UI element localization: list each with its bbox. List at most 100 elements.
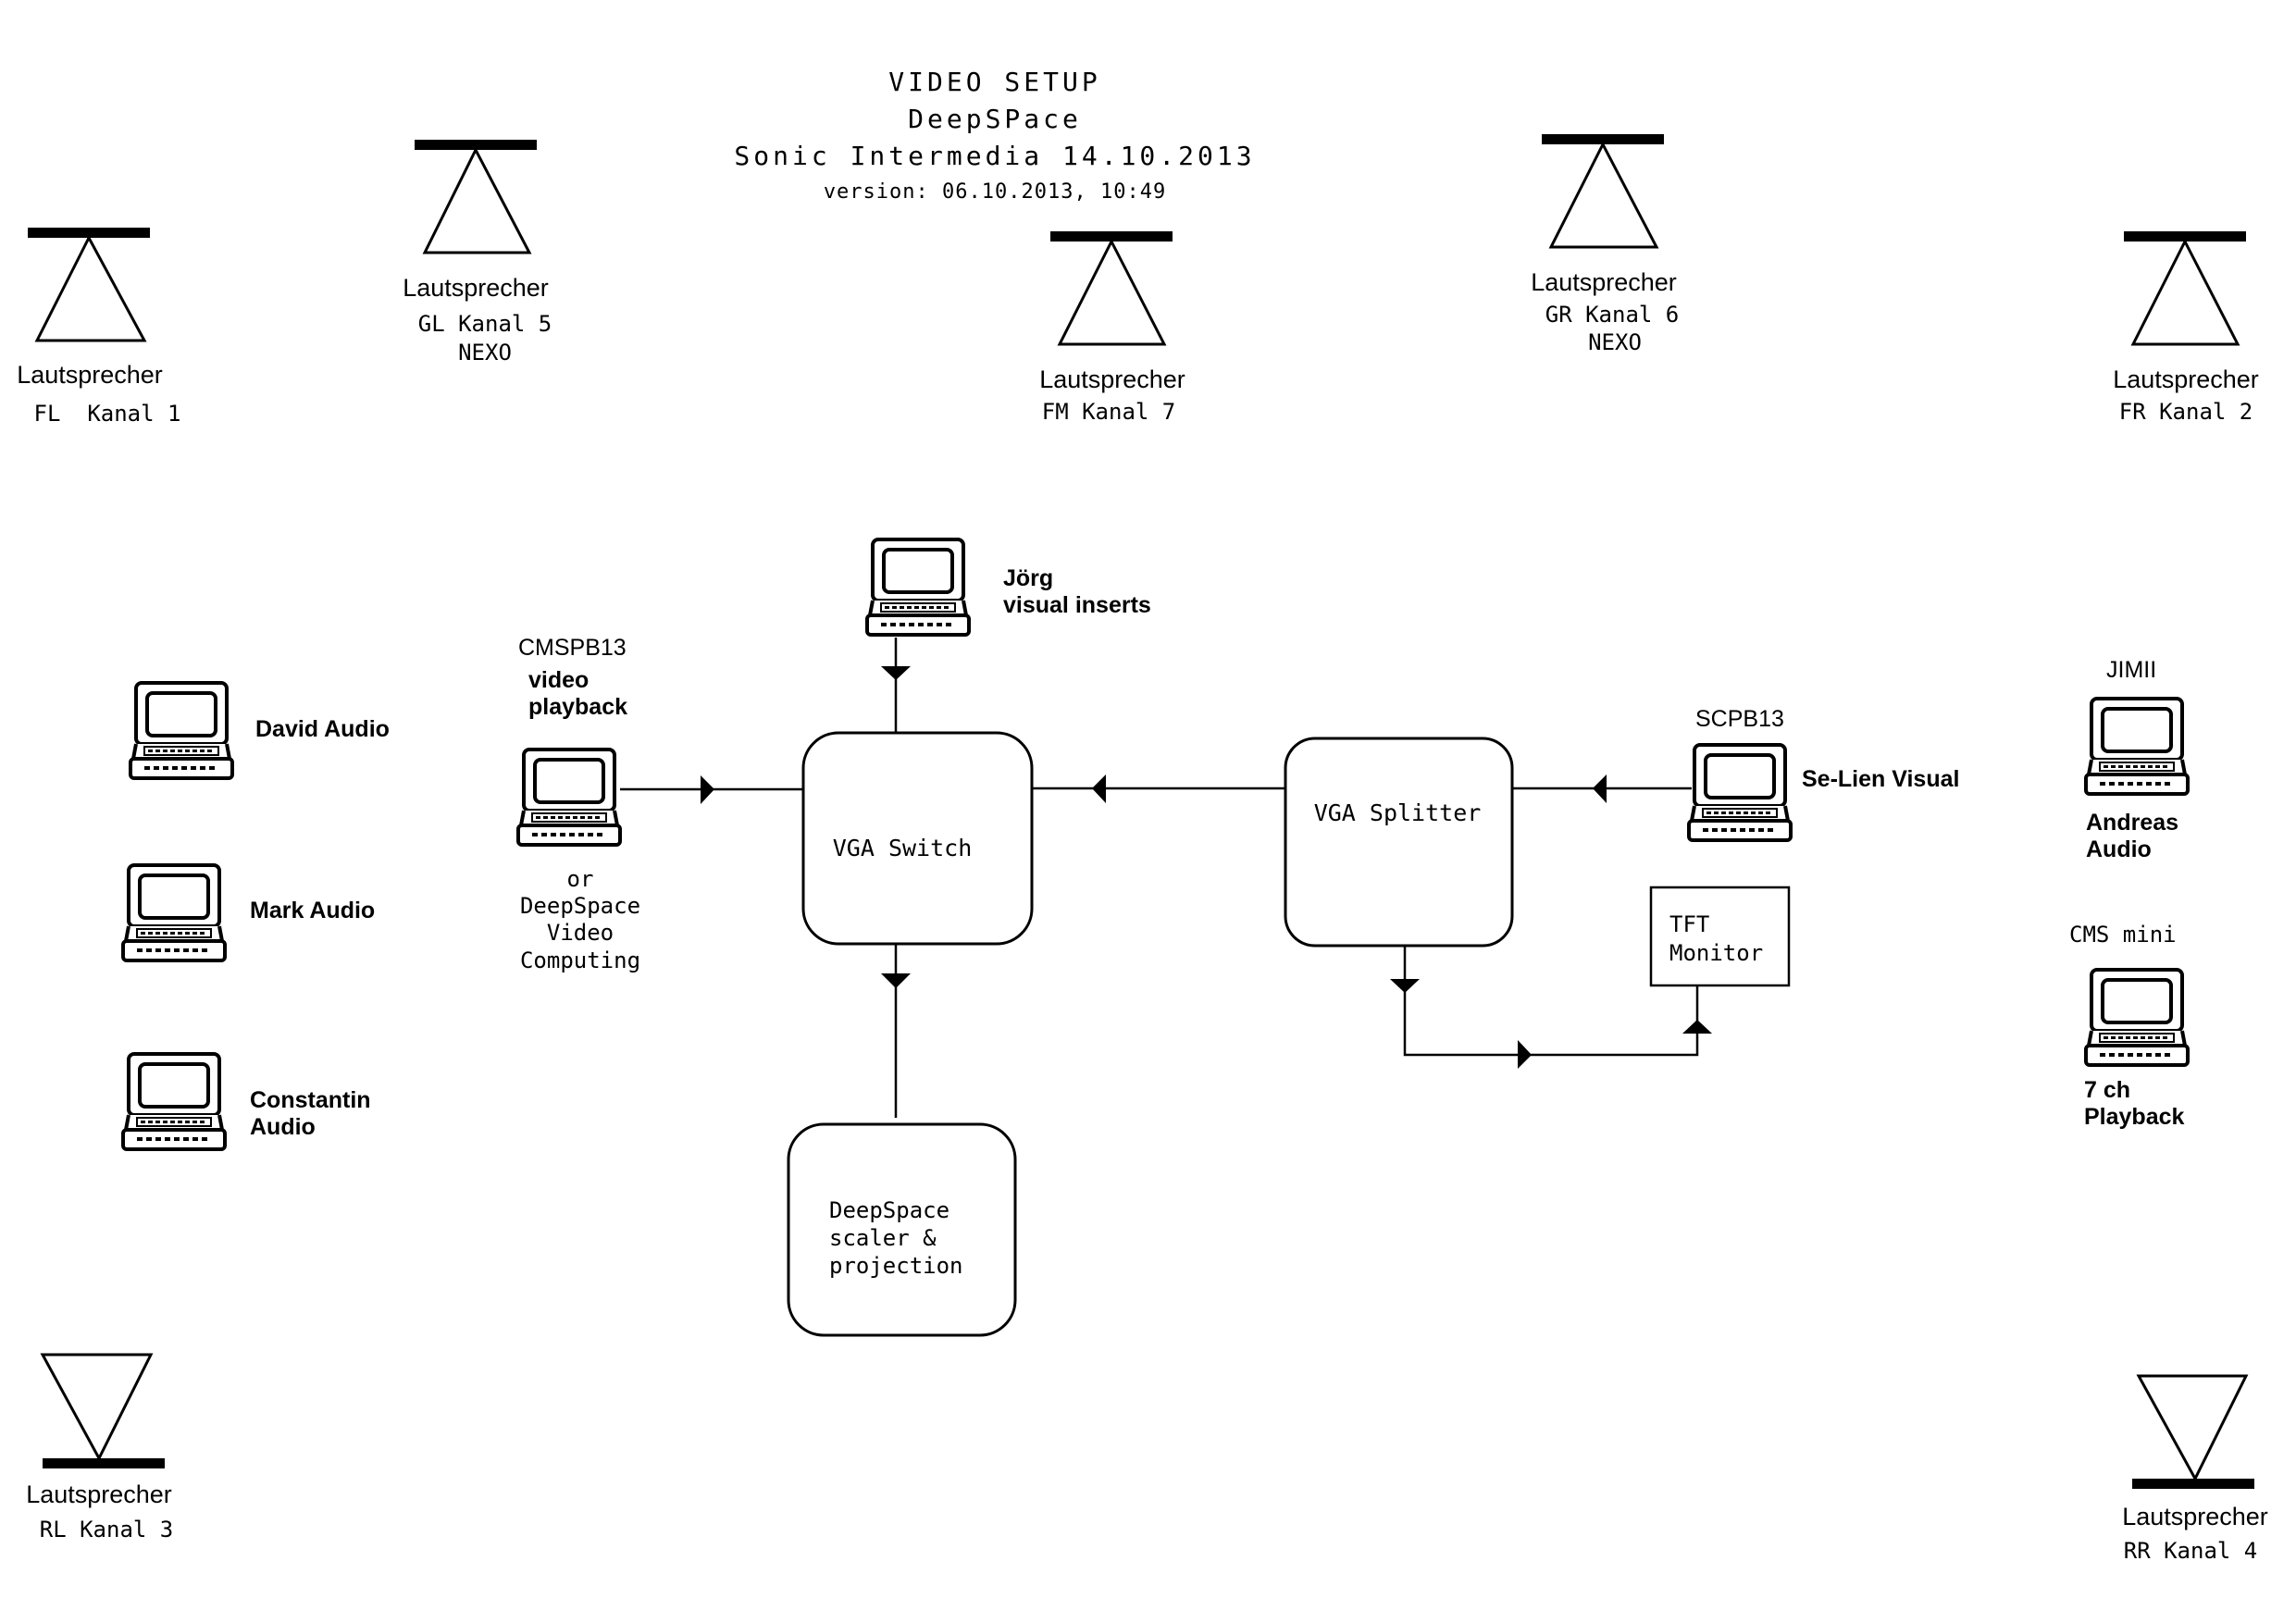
computer-label-2: Playback [2084,1104,2185,1130]
speaker-fl: Lautsprecher FL Kanal 1 [17,228,180,427]
speaker-bar [43,1458,165,1468]
speaker-label: Lautsprecher [1531,268,1677,296]
arrow-down-icon [881,973,911,988]
speaker-rl: Lautsprecher RL Kanal 3 [26,1353,174,1542]
computer-label-2: playback [528,694,627,720]
laptop-icon [129,681,234,780]
computer-alt-label-3: Video [547,920,614,946]
vga-switch-box: VGA Switch [801,731,1034,946]
computer-label: video [528,667,589,693]
computer-constantin-audio: Constantin Audio [121,1052,371,1151]
computer-title: JIMII [2106,657,2156,683]
arrow-right-icon [1518,1040,1532,1069]
arrow-up-icon [1682,1020,1712,1034]
speaker-fm: Lautsprecher FM Kanal 7 [1039,231,1185,425]
speaker-extra: NEXO [1588,329,1642,355]
deepspace-scaler-box: DeepSpace scaler & projection [787,1122,1017,1337]
computer-label-2: Audio [250,1114,316,1140]
speaker-label: Lautsprecher [26,1481,172,1508]
laptop-icon [1687,743,1793,842]
scaler-label-2: scaler & [829,1225,937,1251]
computer-label: Constantin [250,1087,371,1113]
speaker-icon [34,234,147,342]
computer-mark-audio: Mark Audio [121,863,375,962]
header-venue: DeepSPace [908,104,1082,134]
arrow-left-icon [1092,774,1106,803]
connections [620,638,1699,1118]
speaker-channel: GL Kanal 5 [418,311,552,337]
tft-monitor-box: TFT Monitor [1649,886,1791,987]
laptop-icon [2084,697,2190,796]
speaker-label: Lautsprecher [2122,1503,2268,1530]
laptop-icon [121,1052,227,1151]
vga-switch-label: VGA Switch [833,835,973,861]
computer-scpb13: SCPB13 Se-Lien Visual [1687,706,1959,842]
laptop-icon [2084,968,2190,1067]
speaker-icon [1548,141,1659,249]
speaker-icon [2130,238,2240,346]
computer-label: Se-Lien Visual [1802,766,1959,792]
arrow-down-icon [881,666,911,680]
speaker-channel: GR Kanal 6 [1545,302,1680,328]
speaker-bar [1542,134,1664,144]
arrow-left-icon [1593,774,1607,803]
laptop-icon [121,863,227,962]
speaker-gr: Lautsprecher GR Kanal 6 NEXO [1531,134,1679,355]
speaker-bar [415,140,537,150]
computer-alt-label: or [567,866,594,892]
computer-label-2: Audio [2086,836,2152,862]
laptop-icon [516,748,622,847]
arrow-down-icon [1390,979,1420,993]
speaker-bar [1050,231,1173,242]
computer-label: Jörg [1003,565,1053,591]
vga-splitter-label: VGA Splitter [1314,799,1482,826]
computer-cms-mini: CMS mini 7 ch Playback [2069,922,2190,1130]
scaler-label-3: projection [829,1253,963,1279]
laptop-icon [865,538,971,637]
speaker-icon [422,146,532,254]
computer-cmspb13: CMSPB13 video playback or DeepSpace Vide… [516,635,640,973]
arrowheads [701,666,1712,1069]
speaker-label: Lautsprecher [17,361,163,389]
computer-alt-label-4: Computing [520,948,640,973]
computer-title: CMS mini [2069,922,2177,948]
computer-joerg: Jörg visual inserts [865,538,1151,637]
speaker-gl: Lautsprecher GL Kanal 5 NEXO [403,140,552,365]
computer-title: SCPB13 [1695,706,1784,732]
speaker-icon [1057,238,1167,346]
header-event: Sonic Intermedia 14.10.2013 [734,141,1255,171]
speaker-channel: RL Kanal 3 [40,1517,174,1542]
computer-jimii: JIMII Andreas Audio [2084,657,2190,862]
speaker-channel: FL Kanal 1 [34,401,181,427]
computer-label-2: visual inserts [1003,592,1151,618]
tft-label: TFT [1669,911,1709,937]
tft-label-2: Monitor [1669,940,1763,966]
vga-splitter-box: VGA Splitter [1284,737,1514,948]
computer-label: Andreas [2086,810,2178,836]
speaker-label: Lautsprecher [403,274,549,302]
speaker-bar [28,228,150,238]
speaker-rr: Lautsprecher RR Kanal 4 [2122,1374,2268,1564]
speaker-channel: FR Kanal 2 [2119,399,2253,425]
speaker-icon [2136,1374,2249,1482]
speaker-icon [40,1353,154,1462]
header-title: VIDEO SETUP [888,67,1100,97]
speaker-channel: FM Kanal 7 [1042,399,1176,425]
arrow-right-icon [701,775,714,804]
speaker-channel: RR Kanal 4 [2124,1538,2258,1564]
computer-label: Mark Audio [250,898,375,923]
computer-title: CMSPB13 [518,635,627,661]
diagram-header: VIDEO SETUP DeepSPace Sonic Intermedia 1… [734,67,1255,204]
computer-label: 7 ch [2084,1077,2130,1103]
header-version: version: 06.10.2013, 10:49 [824,180,1166,204]
speaker-label: Lautsprecher [2113,365,2259,393]
speaker-bar [2124,231,2246,242]
speaker-bar [2132,1479,2254,1489]
speaker-extra: NEXO [458,340,512,365]
computer-alt-label-2: DeepSpace [520,893,640,919]
speaker-label: Lautsprecher [1039,365,1185,393]
speaker-fr: Lautsprecher FR Kanal 2 [2113,231,2259,425]
computer-david-audio: David Audio [129,681,390,780]
scaler-label: DeepSpace [829,1197,949,1223]
